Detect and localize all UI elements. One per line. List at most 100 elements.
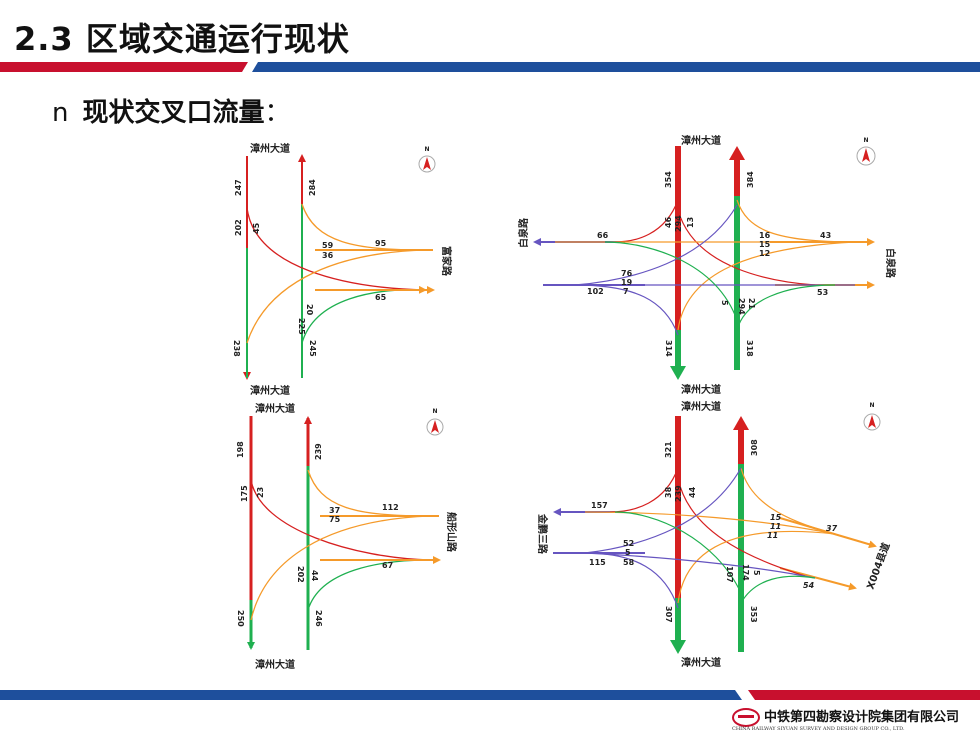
company-footer: 中铁第四勘察设计院集团有限公司 CHINA RAILWAY SIYUAN SUR… — [732, 706, 972, 732]
flow-count: 75 — [329, 515, 341, 524]
road-label-bottom: 漳州大道 — [255, 658, 295, 671]
flow-count: 174 — [741, 564, 750, 581]
flow-count: 11 — [770, 522, 781, 531]
road-label-right: 白泉路 — [884, 248, 897, 279]
turn-path — [736, 284, 836, 331]
flow-count: 247 — [234, 179, 243, 196]
turn-path — [604, 241, 738, 321]
flow-count: 384 — [746, 171, 755, 188]
turn-path — [736, 199, 856, 243]
road-label-top: 漳州大道 — [681, 134, 721, 147]
flow-count: 202 — [234, 219, 243, 236]
north-label: N — [425, 146, 430, 153]
turn-path — [301, 289, 426, 344]
flow-count: 16 — [759, 231, 771, 240]
turn-path — [307, 559, 431, 611]
flow-count: 53 — [817, 288, 828, 297]
flow-count: 76 — [621, 269, 633, 278]
flow-count: 102 — [587, 287, 604, 296]
flow-count: 54 — [803, 581, 815, 590]
arrow-icon — [729, 146, 745, 160]
turn-path — [584, 511, 836, 535]
flow-count: 13 — [686, 217, 695, 228]
road-label-left: 白泉路 — [517, 217, 530, 248]
turn-path — [677, 209, 816, 286]
arrow-icon — [670, 640, 686, 654]
flow-count: 107 — [725, 566, 734, 583]
flow-count: 46 — [664, 216, 673, 228]
section-heading-colon: ： — [264, 98, 291, 128]
flow-count: 294 — [674, 215, 683, 232]
intersection-diagram-2: 漳州大道 漳州大道 白泉路 白泉路 N 354 384 66 46 294 13… — [517, 134, 897, 396]
flow-count: 318 — [745, 340, 754, 357]
flow-count: 45 — [252, 222, 261, 234]
road-label-top: 漳州大道 — [681, 400, 721, 413]
road-label-left: 金鹏三路 — [536, 513, 549, 555]
turn-path — [246, 249, 426, 344]
road-label-right: 富家路 — [440, 246, 453, 277]
flow-count: 238 — [232, 340, 241, 357]
flow-count: 284 — [308, 179, 317, 196]
flow-count: 58 — [623, 558, 635, 567]
turn-path — [574, 204, 738, 286]
flow-count: 353 — [749, 606, 758, 623]
flow-count: 65 — [375, 293, 387, 302]
flow-count: 44 — [688, 486, 697, 498]
flow-count: 5 — [720, 300, 729, 306]
flow-count: 15 — [770, 513, 782, 522]
turn-path — [250, 515, 431, 621]
flow-count: 43 — [820, 231, 831, 240]
north-arrow-icon: N — [856, 137, 876, 166]
turn-path — [584, 552, 816, 579]
turn-path — [307, 469, 431, 517]
road-label-top: 漳州大道 — [255, 402, 295, 415]
flow-count: 112 — [382, 503, 399, 512]
page-title: 2.3 区域交通运行现状 — [14, 20, 350, 58]
flow-count: 37 — [826, 524, 838, 533]
flow-count: 5 — [752, 570, 761, 576]
turn-path — [614, 511, 742, 594]
flow-count: 314 — [664, 340, 673, 357]
flow-count: 5 — [625, 548, 631, 557]
turn-path — [677, 477, 806, 577]
flow-count: 198 — [236, 441, 245, 458]
north-label: N — [433, 408, 438, 415]
turn-path — [246, 207, 427, 294]
flow-count: 239 — [314, 443, 323, 460]
flow-count: 95 — [375, 239, 387, 248]
flow-count: 67 — [382, 561, 393, 570]
flow-count: 321 — [664, 441, 673, 458]
road-label-bottom: 漳州大道 — [681, 656, 721, 669]
flow-count: 175 — [240, 485, 249, 502]
flow-count: 307 — [664, 606, 673, 623]
flow-count: 19 — [621, 278, 633, 287]
turn-path — [584, 467, 742, 554]
north-arrow-icon: N — [418, 146, 436, 173]
flow-count: 225 — [297, 318, 306, 335]
flow-count: 202 — [296, 566, 305, 583]
flow-count: 66 — [597, 231, 609, 240]
flow-count: 37 — [329, 506, 340, 515]
flow-count: 23 — [256, 487, 265, 498]
intersection-diagram-4: 漳州大道 漳州大道 金鹏三路 X004县道 N 321 308 157 38 2… — [536, 400, 892, 669]
flow-count: 294 — [737, 298, 746, 315]
flow-count: 21 — [747, 298, 756, 310]
company-logo-icon — [732, 708, 760, 727]
bullet-marker: n — [52, 98, 69, 128]
road-label-right: 船形山路 — [445, 512, 458, 553]
flow-count: 250 — [236, 610, 245, 627]
north-arrow-icon: N — [426, 408, 444, 436]
turn-path — [574, 284, 679, 336]
road-label-top: 漳州大道 — [250, 142, 290, 155]
flow-count: 36 — [322, 251, 334, 260]
flow-count: 52 — [623, 539, 634, 548]
intersection-diagram-1: 漳州大道 漳州大道 富家路 N 247 284 202 45 59 36 95 … — [232, 142, 453, 397]
arrow-icon — [670, 366, 686, 380]
flow-count: 115 — [589, 558, 606, 567]
north-label: N — [864, 137, 869, 144]
flow-count: 15 — [759, 240, 771, 249]
flow-count: 308 — [750, 439, 759, 456]
turn-path — [740, 575, 816, 604]
intersection-diagram-3: 漳州大道 漳州大道 船形山路 N 198 239 175 23 37 75 11… — [236, 402, 458, 671]
